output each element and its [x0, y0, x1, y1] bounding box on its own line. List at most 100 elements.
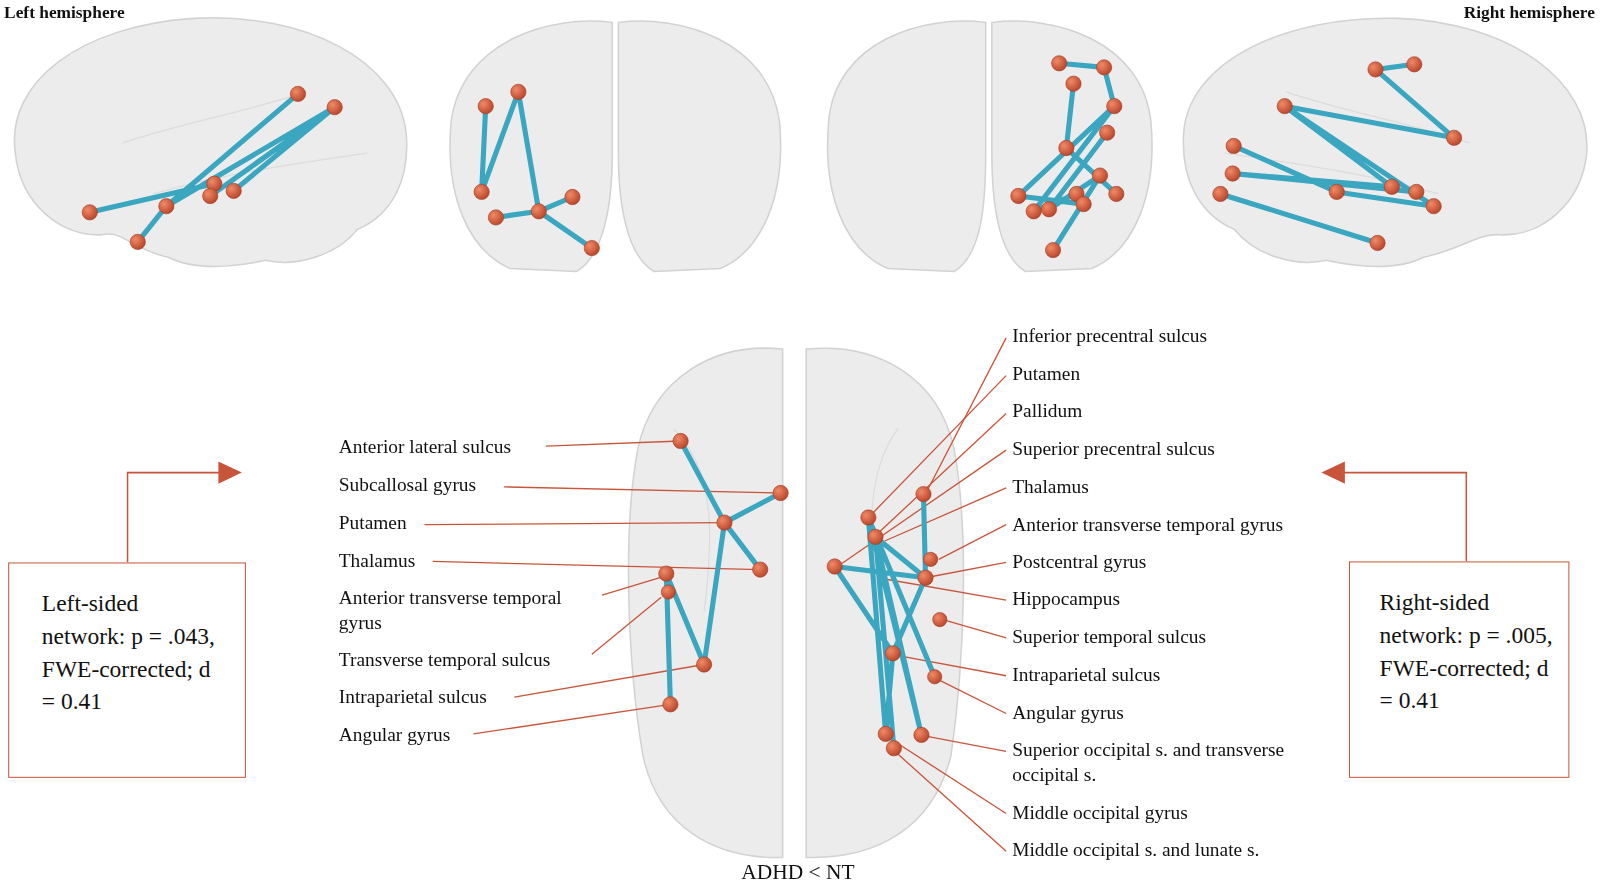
region-dot	[773, 485, 788, 500]
region-dot	[827, 559, 842, 574]
region-label: Intraparietal sulcus	[339, 685, 487, 709]
result-text: Right-sided network: p = .005, FWE-corre…	[1380, 587, 1560, 718]
leader-line	[504, 487, 781, 493]
brain-sulcus	[122, 92, 1469, 613]
brain-sulcus	[122, 92, 306, 143]
leader-line	[885, 488, 1006, 541]
region-label: Anterior transverse temporal gyrus	[1012, 512, 1283, 536]
pointer-arrow	[1343, 473, 1466, 562]
leader-line	[926, 338, 1007, 494]
region-dot	[1226, 138, 1241, 153]
leader-line	[872, 376, 1006, 514]
region-dot	[511, 84, 526, 99]
region-dot	[661, 585, 675, 599]
region-dot	[1096, 60, 1111, 75]
region-label: Postcentral gyrus	[1012, 549, 1146, 573]
region-label: Superior occipital s. and transverse occ…	[1012, 738, 1339, 787]
region-label: Hippocampus	[1012, 587, 1120, 611]
region-dot	[159, 199, 174, 214]
leader-line	[880, 413, 1007, 531]
region-dot	[753, 562, 768, 577]
region-dot	[1329, 184, 1344, 199]
region-label: Transverse temporal sulcus	[339, 647, 550, 671]
region-label: Thalamus	[339, 548, 415, 572]
region-dot	[696, 657, 711, 672]
region-dot	[531, 204, 546, 219]
leader-line	[931, 562, 1007, 576]
region-label: Middle occipital gyrus	[1012, 800, 1188, 824]
figure-caption: ADHD < NT	[741, 859, 854, 883]
region-label: Angular gyrus	[339, 723, 450, 747]
region-dot	[130, 234, 145, 249]
region-dot	[1026, 204, 1041, 219]
region-dot	[584, 240, 599, 255]
result-text: Left-sided network: p = .043, FWE-correc…	[42, 588, 222, 719]
result-box: Left-sided network: p = .043, FWE-correc…	[8, 562, 246, 777]
region-label: Putamen	[1012, 361, 1080, 385]
region-dot	[914, 727, 929, 742]
region-dot	[868, 529, 883, 544]
view-title: Right hemisphere	[1464, 3, 1595, 23]
arrow-head	[1321, 461, 1344, 483]
region-dot	[1426, 199, 1441, 214]
connectivity-edge	[666, 441, 780, 704]
region-label: Inferior precentral sulcus	[1012, 324, 1207, 348]
region-dot	[1370, 235, 1385, 250]
region-dot	[659, 566, 674, 581]
region-label: Middle occipital s. and lunate s.	[1012, 838, 1259, 862]
region-label: Putamen	[339, 510, 407, 534]
pointer-arrow	[128, 473, 221, 563]
brain-outline	[450, 21, 612, 271]
leader-line	[546, 441, 681, 446]
region-dot	[1109, 186, 1124, 201]
region-dot	[916, 486, 931, 501]
connectivity-edge	[90, 63, 1454, 748]
region-dot	[885, 646, 900, 661]
leader-line	[924, 736, 1006, 751]
leader-line	[424, 523, 724, 525]
region-dot	[1011, 188, 1026, 203]
region-dot	[918, 570, 933, 585]
leader-line	[897, 655, 1006, 675]
region-dot	[1277, 99, 1292, 114]
region-label: Superior precentral sulcus	[1012, 437, 1214, 461]
region-dot	[1066, 76, 1081, 91]
connectivity-edge	[1018, 63, 1116, 250]
region-label: Superior temporal sulcus	[1012, 625, 1206, 649]
leader-line	[943, 620, 1006, 638]
brain-outline	[828, 21, 986, 271]
region-dot	[1384, 179, 1399, 194]
region-dot	[478, 99, 493, 114]
brain-outline	[992, 21, 1152, 271]
region-dot	[1225, 166, 1240, 181]
region-dot	[327, 100, 342, 115]
region-dot	[82, 205, 97, 220]
brain-outline	[629, 348, 783, 857]
connectivity-edge	[90, 94, 335, 242]
result-box: Right-sided network: p = .005, FWE-corre…	[1349, 561, 1569, 777]
leader-line	[433, 561, 761, 569]
connectivity-edge	[482, 92, 592, 248]
region-dot	[1059, 140, 1074, 155]
leader-line	[473, 704, 670, 734]
region-dot	[203, 188, 218, 203]
brain-outline	[806, 348, 963, 857]
region-dot	[886, 741, 901, 756]
region-label: Angular gyrus	[1012, 700, 1123, 724]
leader-line	[888, 737, 1006, 814]
region-dot	[1045, 242, 1060, 257]
region-dot	[1446, 130, 1461, 145]
region-dot	[1041, 202, 1056, 217]
region-dot	[290, 86, 305, 101]
leader-line	[939, 525, 1006, 560]
brain-outline	[14, 18, 406, 267]
region-dot	[923, 552, 937, 566]
arrow-head	[218, 461, 241, 483]
pointer-arrow	[128, 473, 1467, 563]
region-dot	[663, 697, 678, 712]
region-dot	[1213, 186, 1228, 201]
region-dot	[928, 670, 942, 684]
region-dot	[1368, 62, 1383, 77]
region-dot	[1407, 57, 1422, 72]
region-dot	[226, 183, 241, 198]
